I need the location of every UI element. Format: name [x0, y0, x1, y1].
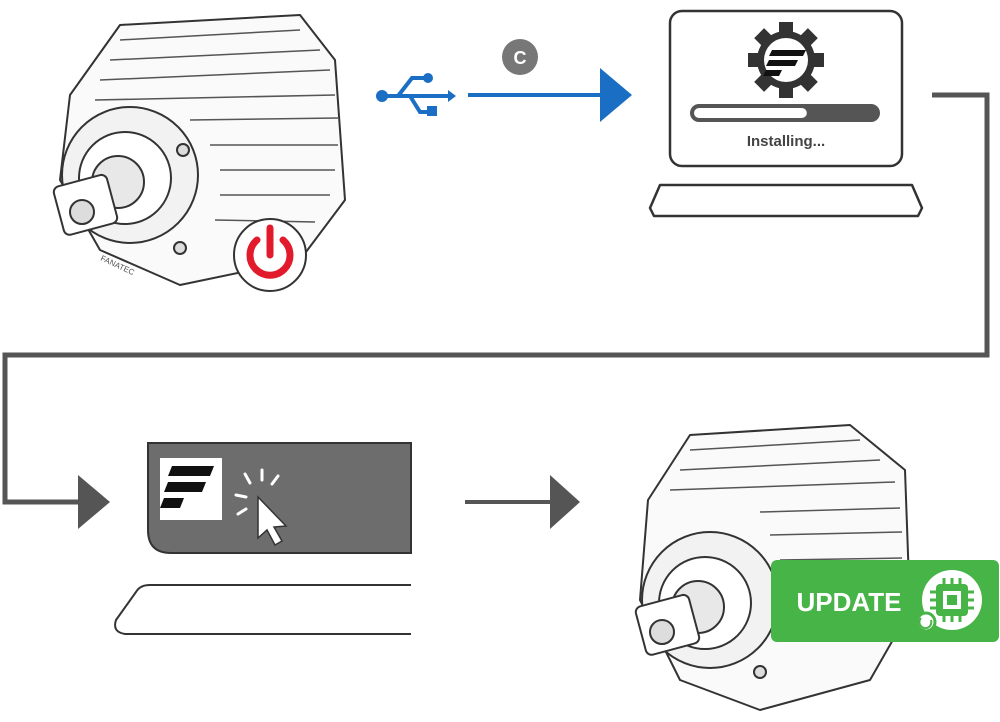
update-badge[interactable]: UPDATE [771, 560, 999, 642]
update-label: UPDATE [797, 587, 902, 617]
laptop: Installing... [648, 9, 924, 218]
power-icon [246, 224, 294, 279]
flow-connector [2, 92, 990, 505]
install-status-text: Installing... [747, 133, 825, 150]
cursor-click-icon [234, 468, 288, 547]
laptop-base-closeup [114, 584, 411, 635]
flow-arrow-right [465, 475, 580, 529]
laptop-base [648, 183, 924, 218]
flow-arrow-head-left [78, 475, 110, 529]
power-button[interactable] [233, 218, 307, 292]
wheelbase-motor-top: FANATEC [52, 14, 346, 286]
usb-icon [376, 73, 456, 116]
chip-icon [915, 570, 982, 633]
gear-logo-icon [748, 22, 824, 98]
usb-c-label: C [514, 48, 527, 68]
software-screen-panel [114, 442, 412, 635]
install-progress-bar [690, 104, 880, 122]
fanatec-app-icon[interactable] [160, 458, 222, 520]
usb-c-badge: C [502, 39, 538, 75]
usb-connect-arrow [468, 68, 632, 122]
